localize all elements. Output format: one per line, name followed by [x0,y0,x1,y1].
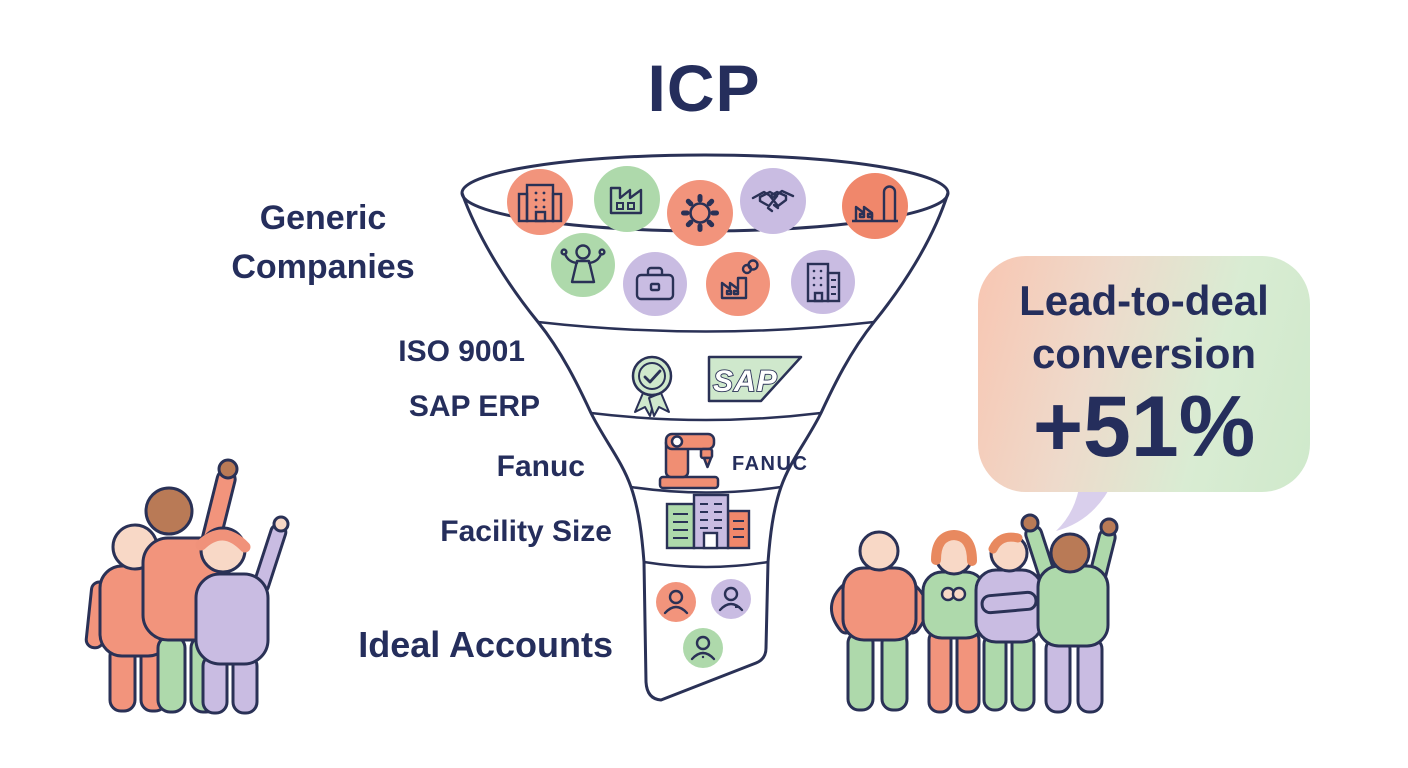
robot-arm-icon [658,432,720,490]
speech-bubble-tail [1056,482,1113,531]
person-purple-icon [711,579,751,619]
stage-label-iso-9001: ISO 9001 [398,335,525,368]
facility-building-icon [665,493,751,550]
funnel-divider-3 [630,485,782,494]
handshake-icon [740,168,806,234]
stage-label-fanuc: Fanuc [496,450,585,483]
funnel-divider-2 [590,411,822,422]
funnel-divider-4 [643,560,769,569]
person-right-celebrating [1020,513,1119,714]
office-building-icon [507,169,573,235]
briefcase-icon [623,252,687,316]
smokestack-factory-icon [706,252,770,316]
person-right-hands-clasped [921,530,987,714]
fanuc-logo-text: FANUC [732,453,808,475]
funnel-outline [460,192,950,702]
stage-label-generic-companies: Generic Companies [180,194,466,293]
qualifier-icons: SAP [631,355,803,417]
stage-label-sap-erp: SAP ERP [408,390,540,423]
sap-logo-icon: SAP [707,355,803,403]
person-right-arms-crossed [974,532,1044,712]
generic-companies-icons [507,166,908,316]
callout-line1: Lead-to-deal [1019,277,1269,325]
people-left-group [84,458,290,715]
ideal-accounts-icons [656,579,751,668]
people-right-group [830,513,1119,714]
stage-label-generic-line1: Generic [259,199,387,237]
person-right-hands-on-hips [830,530,928,712]
funnel-divider-1 [537,320,875,333]
cheering-person-icon [551,233,615,297]
stage-label-facility-size: Facility Size [440,515,612,548]
office-tower-icon [791,250,855,314]
sap-logo-text: SAP [713,365,778,398]
conversion-callout-bubble: Lead-to-deal conversion +51% [978,256,1310,492]
stage-label-ideal-accounts: Ideal Accounts [358,624,613,665]
person-green-icon [683,628,723,668]
factory-icon [594,166,660,232]
gear-icon [667,180,733,246]
page-title: ICP [647,51,761,125]
industrial-plant-icon [842,173,908,239]
callout-metric: +51% [1032,379,1256,476]
stage-label-generic-line2: Companies [231,248,415,287]
person-left-pointing [194,515,290,715]
person-orange-icon [656,582,696,622]
certification-badge-icon [631,355,673,417]
callout-line2: conversion [1031,329,1257,377]
